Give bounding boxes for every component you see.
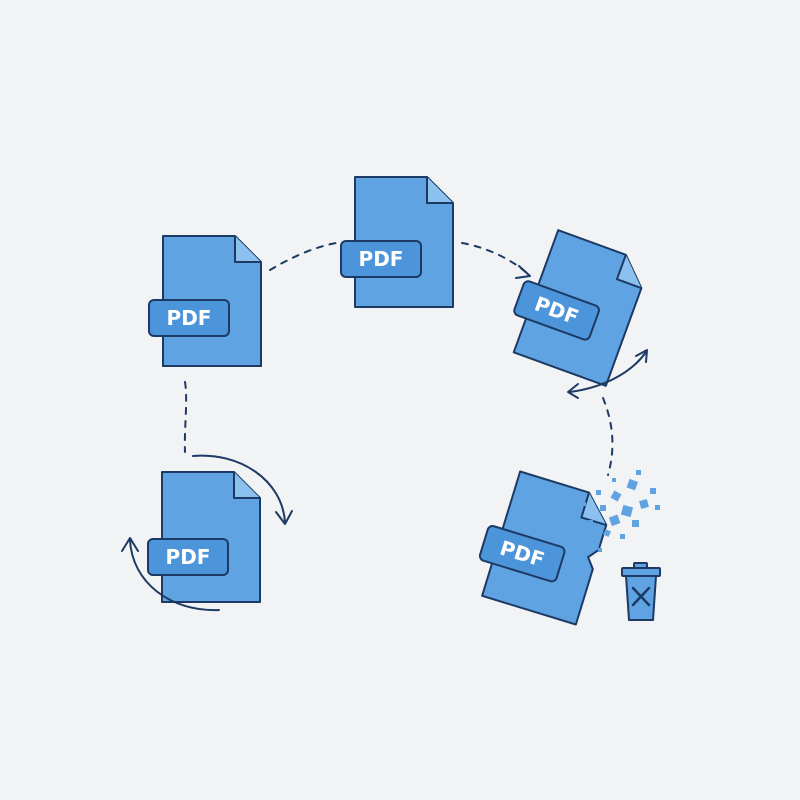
connector-center-to-right [461,242,529,275]
rotate-arrowhead [567,383,579,399]
dissolve-particle [598,548,602,552]
pdf-document-bottom-right-deleting: PDF [478,470,608,626]
dissolve-particle [612,478,616,482]
dissolve-particle [650,488,656,494]
pdf-document-top-left: PDF [148,235,262,367]
pdf-label: PDF [167,306,212,330]
pdf-document-top-center: PDF [340,176,454,308]
pdf-document-top-right-rotated: PDF [512,229,652,387]
dissolve-particle [582,502,586,506]
dissolve-particle [608,514,621,527]
rotate-arrowhead-counterclockwise [121,537,139,552]
dissolve-particle [632,520,639,527]
pdf-document-bottom-left-rotating: PDF [147,471,261,603]
dissolve-particle [566,514,570,518]
rotate-arc-clockwise [192,454,286,523]
pdf-label-badge [148,299,230,337]
connector-left-vertical [183,381,188,453]
dissolve-particles [566,470,660,552]
dissolve-particle [588,520,593,525]
pdf-label-badge [147,538,229,576]
dissolve-particle [639,499,649,509]
pdf-label: PDF [166,545,211,569]
arrowhead-right [515,265,531,279]
rotate-arrowhead [635,349,648,363]
dissolve-particle [600,505,606,511]
dissolve-particle [590,540,596,546]
pdf-label-badge [478,525,566,583]
trash-icon [621,562,661,621]
rotate-arc-top-right [569,351,647,393]
x-mark-icon [631,586,651,607]
connector-top-left-to-center [269,241,343,271]
connector-right-to-bottom-right [602,397,614,476]
dissolve-particle [626,478,639,491]
rotate-arrowhead-clockwise [275,510,293,525]
dissolve-particle [620,534,625,539]
rotate-arc-counterclockwise [129,539,220,612]
pdf-label-badge [513,280,600,341]
pdf-label-badge [340,240,422,278]
dissolve-particle [576,530,580,534]
dissolve-particle [636,470,641,475]
dissolve-particle [596,490,601,495]
dissolve-particle [610,490,622,502]
pdf-label: PDF [359,247,404,271]
dissolve-particle [603,529,611,537]
dissolve-particle [620,504,634,518]
dissolve-particle [655,505,660,510]
